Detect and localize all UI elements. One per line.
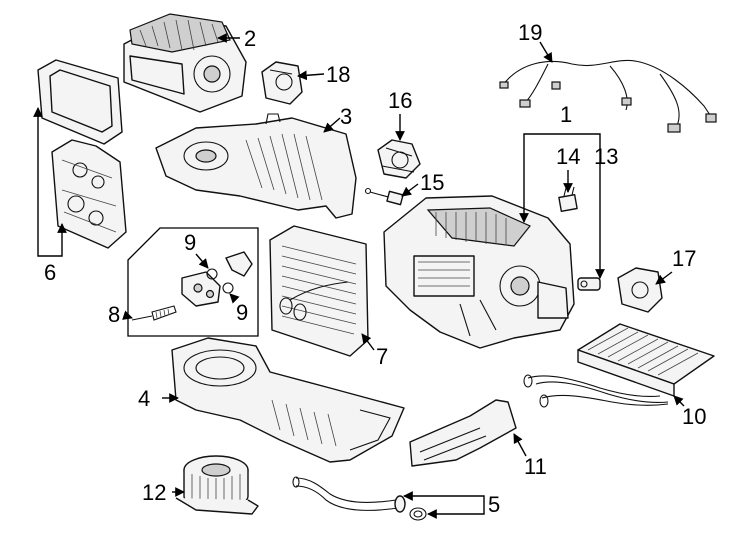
- part-13-sensor: [577, 277, 601, 291]
- callout-19: 19: [518, 20, 542, 45]
- callout-5: 5: [488, 492, 500, 517]
- callout-9-bottom: 9: [236, 300, 248, 325]
- part-16-actuator: [377, 139, 421, 179]
- part-6-seal-and-door: [37, 59, 127, 249]
- leader-lines: [33, 33, 685, 519]
- part-15-sensor: [364, 187, 404, 206]
- callout-6: 6: [44, 260, 56, 285]
- callout-1: 1: [560, 102, 572, 127]
- callout-16: 16: [388, 88, 412, 113]
- callout-10: 10: [682, 404, 706, 429]
- inset-box: [127, 227, 259, 337]
- part-4-lower-case: [171, 337, 405, 463]
- part-10-heater-core: [523, 323, 715, 408]
- part-1-hvac-case: [383, 195, 575, 349]
- part-7-evaporator: [269, 225, 369, 357]
- part-18-actuator: [261, 61, 303, 105]
- part-17-actuator: [617, 267, 663, 313]
- callout-18: 18: [326, 62, 350, 87]
- callout-8: 8: [108, 302, 120, 327]
- callout-14: 14: [556, 144, 580, 169]
- callout-4: 4: [138, 386, 150, 411]
- callout-2: 2: [244, 26, 256, 51]
- part-19-wiring-harness: [499, 59, 717, 133]
- part-2-upper-case: [123, 13, 247, 113]
- part-5-drain-hose: [292, 476, 427, 521]
- callout-17: 17: [672, 246, 696, 271]
- part-12-blower-motor: [175, 455, 259, 515]
- callout-labels: 1 2 3 4 5 6 7 8 9 9 10 11 12 13 14 15 16…: [44, 20, 706, 517]
- callout-7: 7: [376, 344, 388, 369]
- callout-15: 15: [420, 170, 444, 195]
- callout-3: 3: [340, 104, 352, 129]
- callout-9-top: 9: [184, 230, 196, 255]
- callout-12: 12: [142, 480, 166, 505]
- part-3-housing: [155, 113, 357, 219]
- part-11-duct: [409, 399, 517, 467]
- callout-13: 13: [594, 144, 618, 169]
- callout-11: 11: [524, 454, 547, 479]
